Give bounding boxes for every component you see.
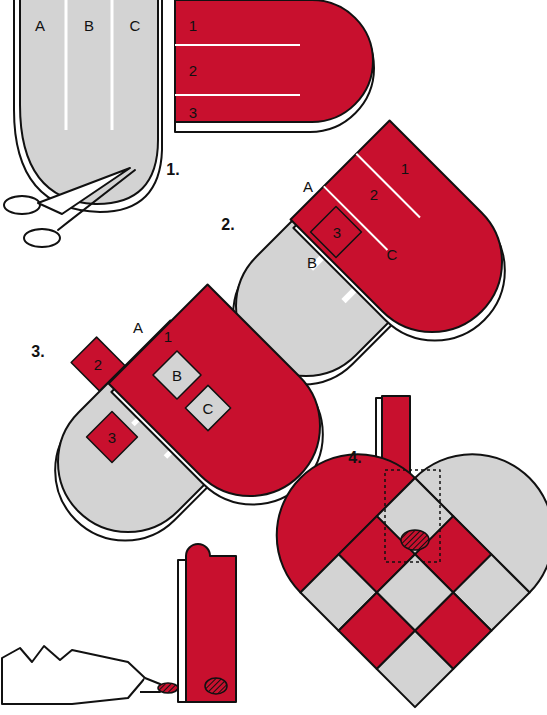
part-label: 1: [401, 161, 409, 176]
part-label: B: [307, 255, 317, 270]
part-label: 3: [189, 105, 197, 120]
part-label: 3: [333, 225, 341, 240]
part-label: A: [35, 18, 45, 33]
part-label: C: [203, 401, 214, 416]
part-label: C: [387, 247, 398, 262]
part-label: B: [172, 368, 182, 383]
part-label: B: [84, 18, 94, 33]
part-label: 1: [164, 329, 172, 344]
step-number: 2.: [221, 217, 234, 233]
part-label: A: [133, 320, 143, 335]
part-label: A: [303, 179, 313, 194]
part-label: 2: [94, 357, 102, 372]
part-label: 1: [189, 18, 197, 33]
part-label: 2: [370, 187, 378, 202]
step-number: 1.: [166, 162, 179, 178]
step-number: 4.: [348, 450, 361, 466]
step-number: 3.: [31, 344, 44, 360]
part-label: C: [130, 18, 141, 33]
part-label: 3: [108, 430, 116, 445]
part-label: 2: [189, 63, 197, 78]
